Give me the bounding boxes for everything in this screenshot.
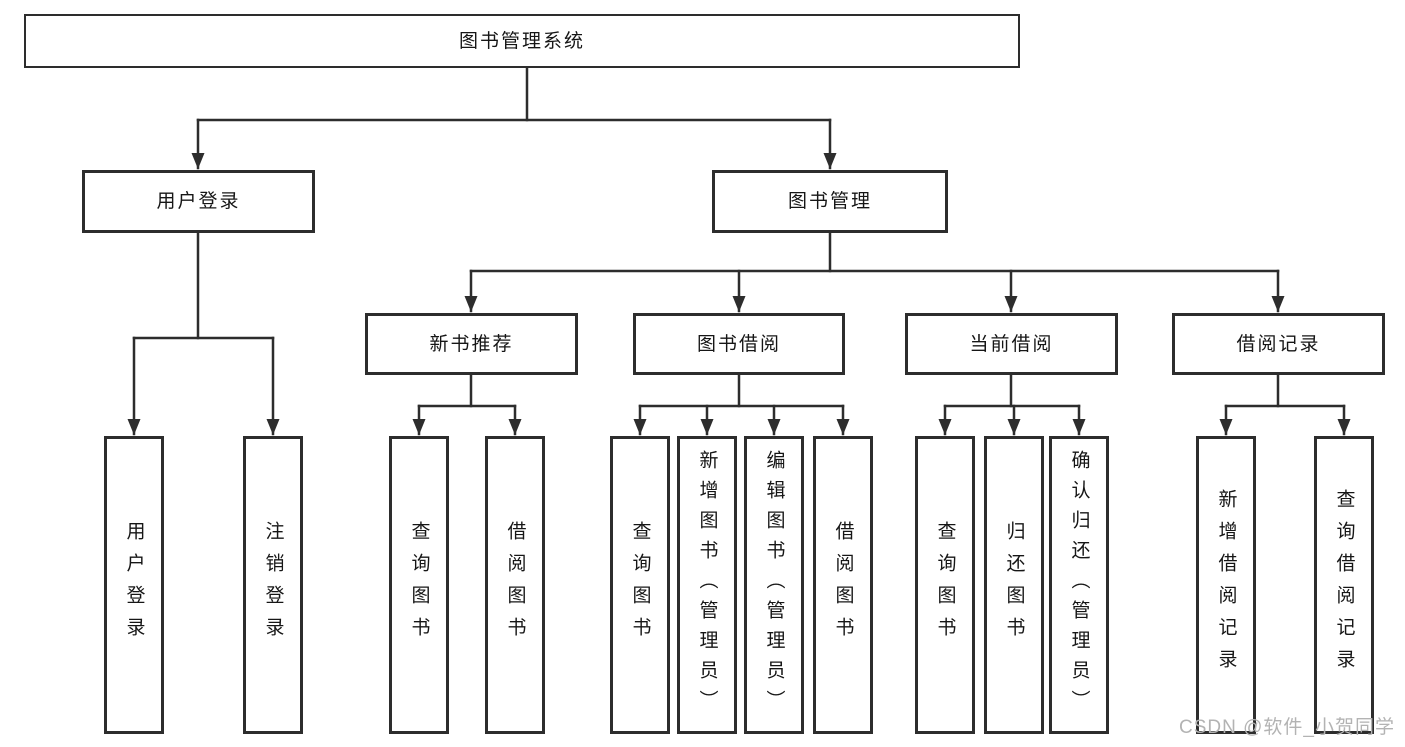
node-book-borrow: 图书借阅 [633, 313, 845, 375]
leaf-query-books-recommend-label: 查询图书 [408, 521, 430, 649]
node-current-borrow: 当前借阅 [905, 313, 1118, 375]
leaf-add-books-admin: 新增图书（管理员） [677, 436, 737, 734]
leaf-confirm-return-admin: 确认归还（管理员） [1049, 436, 1109, 734]
leaf-query-books-recommend: 查询图书 [389, 436, 449, 734]
leaf-borrow-books: 借阅图书 [813, 436, 873, 734]
node-borrow-record: 借阅记录 [1172, 313, 1385, 375]
node-borrow-record-label: 借阅记录 [1236, 333, 1321, 355]
leaf-add-books-admin-label: 新增图书（管理员） [696, 450, 718, 720]
node-new-book-recommend: 新书推荐 [365, 313, 578, 375]
leaf-query-borrow-record: 查询借阅记录 [1314, 436, 1374, 734]
leaf-borrow-books-recommend: 借阅图书 [485, 436, 545, 734]
leaf-query-books-current-label: 查询图书 [934, 521, 956, 649]
node-book-management-label: 图书管理 [787, 191, 872, 212]
leaf-query-borrow-record-label: 查询借阅记录 [1333, 489, 1355, 681]
leaf-query-books-current: 查询图书 [915, 436, 975, 734]
leaf-query-books-borrow-label: 查询图书 [629, 521, 651, 649]
leaf-return-books: 归还图书 [984, 436, 1044, 734]
leaf-add-borrow-record-label: 新增借阅记录 [1215, 489, 1237, 681]
leaf-logout-label: 注销登录 [262, 521, 284, 649]
leaf-query-books-borrow: 查询图书 [610, 436, 670, 734]
leaf-borrow-books-recommend-label: 借阅图书 [504, 521, 526, 649]
watermark: CSDN @软件_小贺同学 [1179, 717, 1395, 738]
leaf-confirm-return-admin-label: 确认归还（管理员） [1068, 450, 1090, 720]
node-book-management: 图书管理 [712, 170, 948, 233]
leaf-edit-books-admin: 编辑图书（管理员） [744, 436, 804, 734]
node-book-borrow-label: 图书借阅 [696, 333, 781, 355]
node-root-label: 图书管理系统 [458, 30, 585, 52]
node-new-book-recommend-label: 新书推荐 [429, 333, 514, 355]
leaf-edit-books-admin-label: 编辑图书（管理员） [763, 450, 785, 720]
node-user-login-label: 用户登录 [156, 191, 241, 212]
leaf-logout: 注销登录 [243, 436, 303, 734]
leaf-return-books-label: 归还图书 [1003, 521, 1025, 649]
node-root-library-system: 图书管理系统 [24, 14, 1020, 68]
node-user-login: 用户登录 [82, 170, 315, 233]
node-current-borrow-label: 当前借阅 [969, 333, 1054, 355]
leaf-user-login-label: 用户登录 [123, 521, 145, 649]
leaf-borrow-books-label: 借阅图书 [832, 521, 854, 649]
leaf-user-login: 用户登录 [104, 436, 164, 734]
leaf-add-borrow-record: 新增借阅记录 [1196, 436, 1256, 734]
